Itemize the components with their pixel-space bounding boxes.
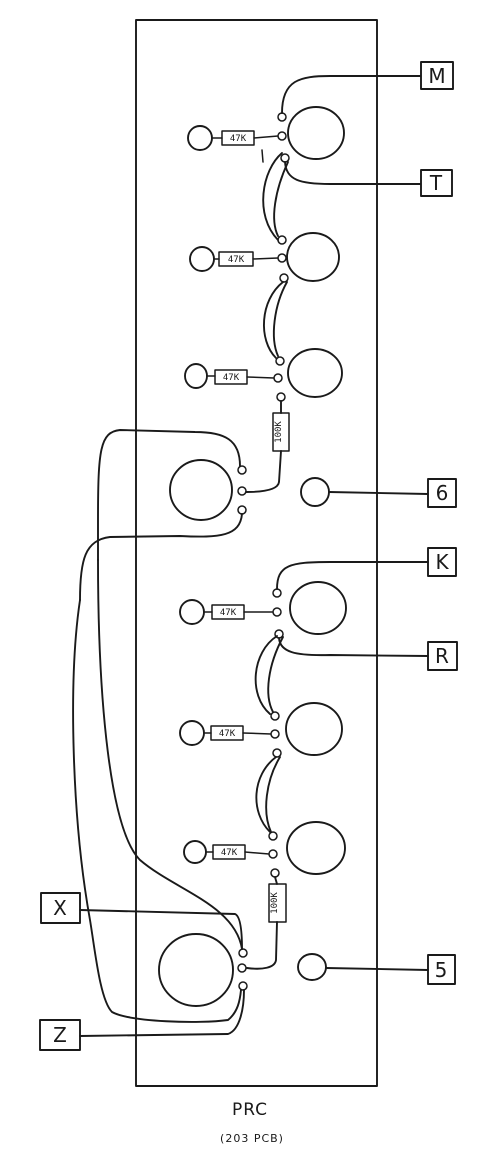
lug — [237, 505, 247, 515]
lug — [238, 948, 248, 958]
resistor-4-label: 100K — [274, 421, 284, 443]
lug — [277, 253, 287, 263]
resistor-7-label: 47K — [221, 848, 238, 858]
wire-100k-jack2 — [246, 921, 278, 970]
resistor-6-label: 47K — [219, 729, 236, 739]
lug — [277, 112, 287, 122]
jack-6 — [300, 477, 330, 507]
pot-5 — [285, 702, 343, 756]
caption-title: PRC — [232, 1100, 268, 1120]
wire-6-100k — [274, 876, 278, 885]
label-box-m: M — [420, 61, 454, 90]
label-z: Z — [53, 1023, 67, 1047]
label-box-6: 6 — [427, 478, 457, 508]
label-box-t: T — [420, 169, 453, 197]
lug — [277, 131, 287, 141]
panel-outline — [135, 19, 378, 1087]
resistor-6-lead — [242, 732, 272, 735]
resistor-8-label: 100K — [270, 892, 280, 914]
jack-1 — [169, 459, 233, 521]
lug — [272, 588, 282, 598]
wire-cross-b — [72, 599, 242, 1023]
label-box-5: 5 — [427, 954, 456, 985]
resistor-2-lead — [252, 257, 279, 260]
wire-5-6b — [265, 756, 281, 833]
led-2 — [189, 246, 215, 272]
resistor-3-lead — [246, 376, 275, 379]
wire-jack1-bottom — [79, 513, 243, 601]
lug — [272, 607, 282, 617]
lug — [273, 373, 283, 383]
label-x: X — [53, 896, 67, 920]
lug — [279, 273, 289, 283]
lug — [275, 356, 285, 366]
lug — [268, 849, 278, 859]
lug — [268, 831, 278, 841]
lug — [277, 235, 287, 245]
jack-2 — [158, 933, 234, 1007]
label-box-z: Z — [39, 1019, 81, 1051]
lug — [270, 729, 280, 739]
wire-2-3a — [263, 281, 284, 359]
caption-subtitle: (203 PCB) — [220, 1132, 284, 1145]
lug — [237, 486, 247, 496]
wire-k — [276, 561, 429, 590]
wire-1-2a — [262, 152, 283, 241]
wire-5 — [325, 967, 429, 971]
label-5: 5 — [435, 958, 448, 982]
wire-z — [79, 989, 245, 1037]
label-box-x: X — [40, 892, 81, 924]
label-t: T — [429, 171, 443, 195]
label-r: R — [435, 644, 449, 668]
label-6: 6 — [436, 481, 449, 505]
jack-5 — [297, 953, 327, 981]
label-box-r: R — [427, 641, 458, 671]
resistor-2-label: 47K — [228, 255, 245, 265]
wire-cross-a — [97, 559, 243, 950]
lug — [237, 465, 247, 475]
lug — [280, 153, 290, 163]
wire-4-5b — [267, 636, 284, 713]
lug — [276, 392, 286, 402]
label-box-k: K — [427, 547, 457, 577]
wire-1-2b — [273, 161, 289, 237]
wire-6 — [328, 491, 429, 495]
led-4 — [179, 599, 205, 625]
wire-jack1-loop — [97, 429, 241, 561]
lug — [238, 981, 248, 991]
resistor-3-label: 47K — [223, 373, 240, 383]
lug — [270, 711, 280, 721]
label-k: K — [435, 550, 449, 574]
wire-4-5a — [254, 635, 278, 715]
resistor-7-lead — [244, 851, 270, 855]
pot-1 — [287, 106, 345, 160]
wire-100k-jack — [245, 450, 282, 493]
wire-5-6a — [255, 756, 277, 833]
pot-6 — [286, 821, 346, 875]
led-5 — [179, 720, 205, 746]
pot-4 — [289, 581, 347, 635]
pot-3 — [287, 348, 343, 398]
wire-m — [281, 75, 421, 114]
lug — [237, 963, 247, 973]
wire-t — [284, 161, 421, 185]
resistor-1-label: 47K — [230, 134, 247, 144]
label-m: M — [428, 64, 445, 88]
led-3 — [184, 363, 208, 389]
resistor-1-lead — [253, 135, 279, 139]
lug — [272, 748, 282, 758]
wire-2-3b — [272, 281, 288, 357]
led-6 — [183, 840, 207, 864]
tick — [261, 149, 264, 163]
wire-r — [278, 637, 429, 657]
resistor-5-label: 47K — [220, 608, 237, 618]
lug — [270, 868, 280, 878]
wire-x — [79, 909, 243, 950]
led-1 — [187, 125, 213, 151]
pot-2 — [286, 232, 340, 282]
